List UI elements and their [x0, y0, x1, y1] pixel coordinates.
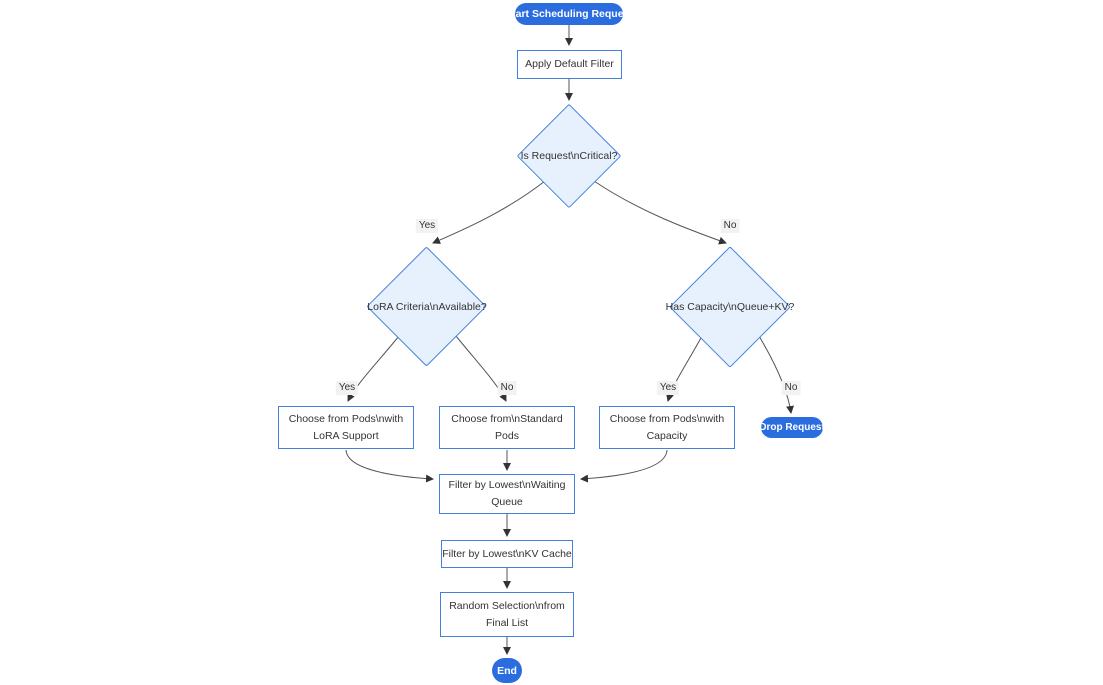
- edge-choosecap-to-filter: [580, 449, 668, 483]
- node-filter-waiting-queue: Filter by Lowest\nWaiting Queue: [439, 474, 575, 514]
- edge-capacity-no: [758, 335, 795, 414]
- node-drop-request: Drop Request: [759, 417, 825, 438]
- edge-lora-no: [455, 335, 507, 402]
- edge-lora-yes: [347, 335, 400, 402]
- edge-label-lora-yes: Yes: [335, 381, 359, 395]
- edge-label-critical-no: No: [720, 219, 740, 233]
- edge-critical-yes: [432, 180, 546, 244]
- edge-chooselora-to-filter: [345, 449, 434, 483]
- edge-label-critical-yes: Yes: [415, 219, 439, 233]
- node-end: End: [492, 658, 522, 683]
- decision-is-critical-label: Is Request\nCritical?: [520, 150, 618, 162]
- edge-critical-no: [593, 180, 727, 245]
- node-choose-lora-pods: Choose from Pods\nwith LoRA Support: [278, 406, 414, 449]
- edge-label-lora-no: No: [497, 381, 517, 395]
- node-filter-kv-cache: Filter by Lowest\nKV Cache: [441, 540, 573, 568]
- node-start: Start Scheduling Request: [505, 3, 633, 25]
- edge-label-capacity-no: No: [781, 381, 801, 395]
- node-apply-default-filter: Apply Default Filter: [517, 50, 622, 79]
- decision-has-capacity-label: Has Capacity\nQueue+KV?: [665, 301, 795, 313]
- node-random-selection: Random Selection\nfrom Final List: [440, 592, 574, 637]
- edge-label-capacity-yes: Yes: [656, 381, 680, 395]
- edge-capacity-yes: [666, 335, 703, 402]
- node-choose-capacity-pods: Choose from Pods\nwith Capacity: [599, 406, 735, 449]
- node-choose-standard-pods: Choose from\nStandard Pods: [439, 406, 575, 449]
- decision-lora-criteria-label: LoRA Criteria\nAvailable?: [367, 301, 487, 313]
